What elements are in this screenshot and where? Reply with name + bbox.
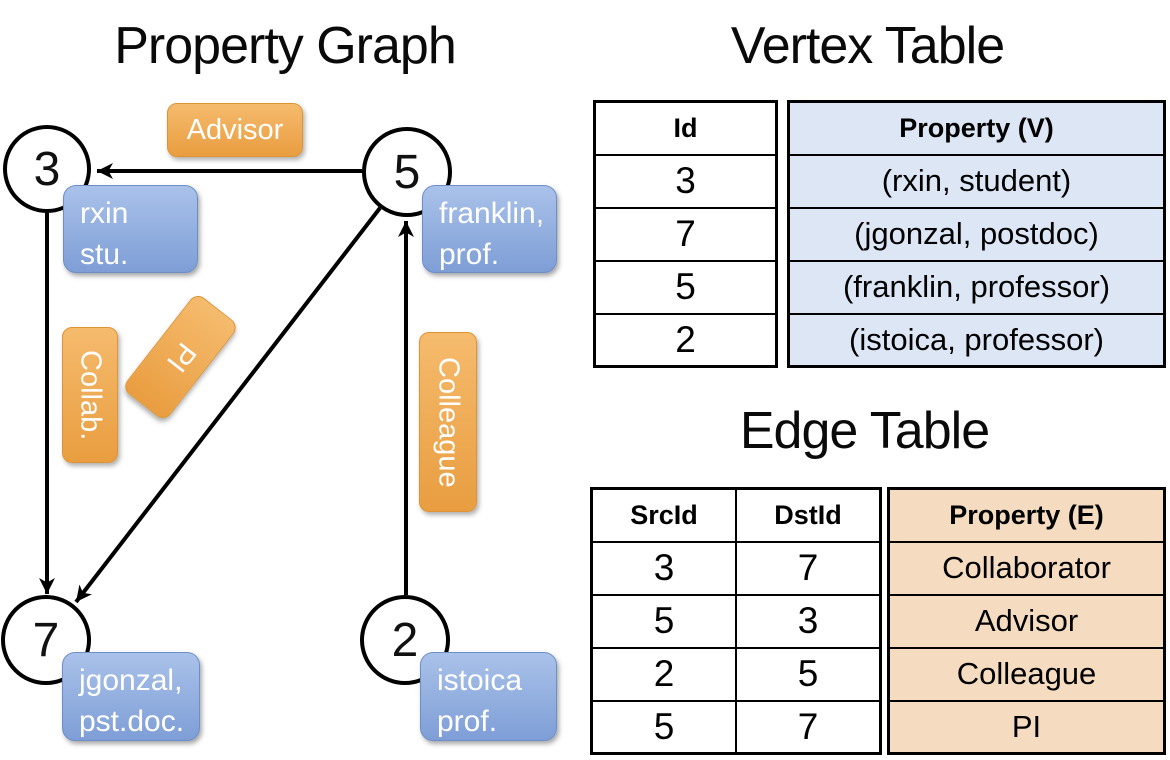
vertex-property-line1: jgonzal, [79,664,183,697]
vertex-property-box-2: istoica prof. [420,652,557,741]
vertex-property-line2: prof. [439,238,500,271]
table-row: Advisor [887,593,1166,649]
vertex-node-5: 5 [362,127,452,217]
vertex-property-line1: franklin, [439,197,545,230]
table-row: (franklin, professor) [787,259,1166,315]
edge-table-title: Edge Table [739,402,990,460]
property-graph-title: Property Graph [114,17,457,75]
table-row: 7 [593,206,778,262]
edge-dstid-cell: 7 [735,699,882,755]
table-header-row: Property (V) [787,100,1166,156]
table-row: 2 [593,312,778,368]
edge-srcid-cell: 2 [590,646,737,702]
column-header-srcid: SrcId [590,487,737,543]
vertex-property-line2: stu. [80,238,129,271]
table-row: (jgonzal, postdoc) [787,206,1166,262]
table-row: 2 5 [590,646,882,702]
vertex-property-cell: (jgonzal, postdoc) [787,206,1166,262]
edge-dstid-cell: 3 [735,593,882,649]
edge-property-cell: Collaborator [887,540,1166,596]
edge-label-collab: Collab. [62,327,118,463]
property-graph-panel: Property Graph 3 5 7 2 Advisor Collab. P… [1,17,557,741]
vertex-id-cell: 3 [593,153,778,209]
vertex-id: 7 [32,613,60,667]
table-header-row: SrcId DstId [590,487,882,543]
vertex-id: 5 [393,145,421,199]
column-header-id: Id [593,100,778,156]
column-header-property-v: Property (V) [787,100,1166,156]
vertex-property-box-5: franklin, prof. [422,185,557,273]
table-header-row: Id [593,100,778,156]
vertex-id: 2 [391,613,419,667]
table-row: Collaborator [887,540,1166,596]
edge-srcid-cell: 5 [590,699,737,755]
vertex-id-cell: 2 [593,312,778,368]
table-row: 5 7 [590,699,882,755]
table-row: (rxin, student) [787,153,1166,209]
table-row: 5 3 [590,593,882,649]
edge-table-id-columns: SrcId DstId 3 7 5 3 2 5 5 7 [590,487,882,755]
vertex-property-box-7: jgonzal, pst.doc. [62,652,200,741]
vertex-property-line2: pst.doc. [79,705,185,738]
graph-edges-drawing [39,163,414,604]
edge-property-cell: PI [887,699,1166,755]
vertex-property-line1: rxin [80,197,129,230]
vertex-id-cell: 7 [593,206,778,262]
edge-property-cell: Colleague [887,646,1166,702]
edge-label-colleague: Colleague [419,332,477,512]
table-row: 5 [593,259,778,315]
edge-srcid-cell: 3 [590,540,737,596]
table-row: Colleague [887,646,1166,702]
table-row: (istoica, professor) [787,312,1166,368]
vertex-property-cell: (franklin, professor) [787,259,1166,315]
vertex-property-cell: (istoica, professor) [787,312,1166,368]
edge-5-to-7-line [74,206,382,604]
vertex-property-cell: (rxin, student) [787,153,1166,209]
edge-dstid-cell: 7 [735,540,882,596]
vertex-property-line1: istoica [437,664,523,697]
column-header-property-e: Property (E) [887,487,1166,543]
table-header-row: Property (E) [887,487,1166,543]
edge-table-property-column: Property (E) Collaborator Advisor Collea… [887,487,1166,755]
edge-srcid-cell: 5 [590,593,737,649]
vertex-id-cell: 5 [593,259,778,315]
table-row: PI [887,699,1166,755]
table-row: 3 [593,153,778,209]
vertex-table-id-column: Id 3 7 5 2 [593,100,778,368]
vertex-table-property-column: Property (V) (rxin, student) (jgonzal, p… [787,100,1166,368]
edge-dstid-cell: 5 [735,646,882,702]
tables-panel: Vertex Table Id 3 7 5 2 Property (V) (rx… [585,0,1170,760]
edge-label-advisor: Advisor [167,103,303,157]
vertex-id: 3 [33,142,61,196]
vertex-table-title: Vertex Table [730,17,1005,75]
vertex-property-box-3: rxin stu. [63,185,198,273]
column-header-dstid: DstId [735,487,882,543]
edge-property-cell: Advisor [887,593,1166,649]
table-row: 3 7 [590,540,882,596]
vertex-node-2: 2 [360,595,450,685]
vertex-property-line2: prof. [437,705,498,738]
